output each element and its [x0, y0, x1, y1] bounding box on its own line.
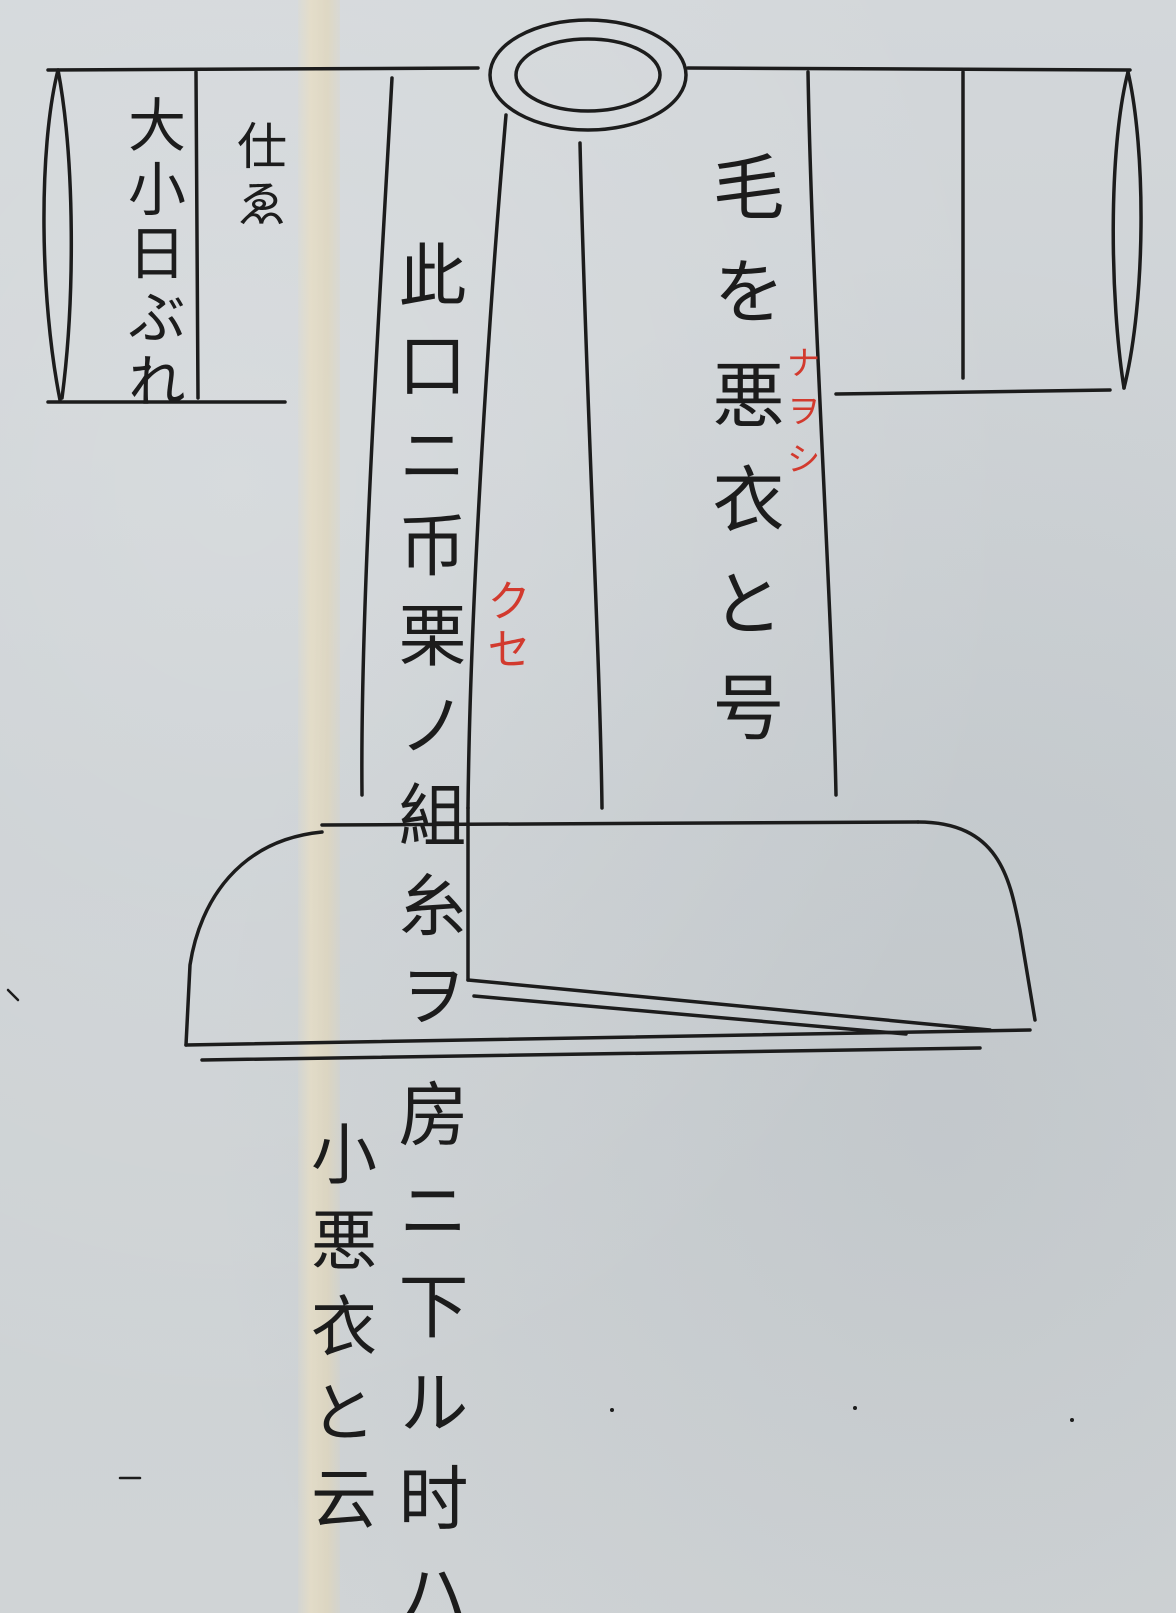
shoulder-line — [46, 66, 1132, 72]
inner-fold-lower — [472, 994, 908, 1036]
collar-right-edge — [578, 141, 604, 810]
right-sleeve-cuff — [1111, 70, 1130, 390]
ink-dot-1 — [853, 1406, 857, 1410]
bottom-column-2-text: 小悪衣と云 — [300, 1120, 377, 1550]
body-column-right-text: 毛を悪衣と号 — [700, 150, 784, 774]
sleeve-label-1: 大小日ぶれ — [118, 95, 186, 415]
stray-mark-2 — [6, 988, 20, 1002]
paper-fold-strip — [298, 0, 340, 1613]
bottom-column-1-text: 房ニ下ル时ハ — [387, 1078, 469, 1613]
sleeve-label-2: 仕ゑ — [229, 120, 287, 236]
body-right-edge — [806, 70, 838, 797]
hem-line-upper — [184, 1028, 1032, 1047]
left-sleeve-divider — [194, 70, 200, 400]
collar-ring-inner — [514, 37, 662, 113]
ink-dot-2 — [1070, 1418, 1074, 1422]
right-sleeve-bottom — [834, 388, 1112, 396]
waist-line — [320, 820, 920, 827]
collar-ring-outer — [488, 18, 688, 132]
ink-dot-3 — [610, 1408, 614, 1412]
right-sleeve-cuff-outer — [1122, 70, 1143, 390]
left-sleeve-inner — [56, 68, 74, 400]
skirt-right-curve — [916, 820, 1037, 1022]
hem-line-lower — [200, 1046, 982, 1062]
skirt-left-curve — [184, 830, 324, 1047]
collar-left-edge — [466, 113, 508, 810]
red-annotation-2: クセ — [479, 578, 530, 674]
left-sleeve-cuff — [42, 68, 62, 402]
body-left-edge — [360, 76, 394, 797]
inner-fold-horizontal — [466, 978, 992, 1032]
red-annotation-1: ナヲシ — [780, 345, 820, 489]
collar-column-text: 此口ニ币栗ノ組糸ヲ — [386, 240, 465, 1050]
